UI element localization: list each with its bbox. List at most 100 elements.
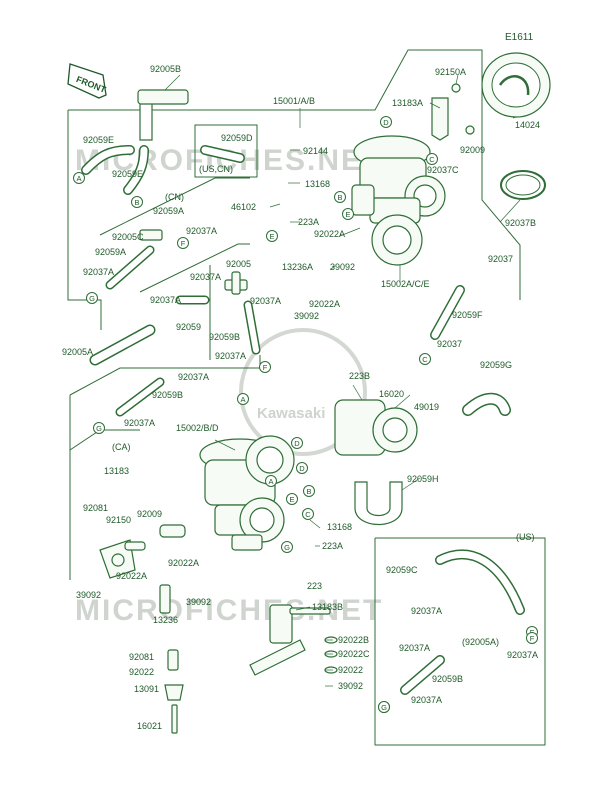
ref-circle-shape — [265, 475, 277, 487]
ref-circle-shape — [73, 172, 85, 184]
ref-circle-r24: G — [378, 701, 390, 713]
ref-circle-shape — [380, 116, 392, 128]
ref-circle-r10: D — [291, 437, 303, 449]
assembly-frames — [67, 49, 546, 746]
part-label-p33: 92059F — [452, 310, 483, 320]
ref-circle-shape — [259, 361, 271, 373]
part-label-p26: 92037A — [83, 267, 114, 277]
part-label-p37: 92059B — [209, 332, 240, 342]
ref-letter-text: B — [306, 487, 311, 496]
part-label-p3: 92150A — [435, 67, 466, 77]
ref-circle-r7: G — [86, 292, 98, 304]
part-label-p18: 92037A — [186, 226, 217, 236]
ref-circle-shape — [131, 196, 143, 208]
ref-circle-shape — [177, 237, 189, 249]
part-label-p61: 39092 — [186, 597, 211, 607]
part-label-p29: 15002A/C/E — [381, 279, 430, 289]
ref-circle-shape — [302, 508, 314, 520]
ref-letter-text: G — [96, 424, 102, 433]
ref-circle-shape — [291, 437, 303, 449]
ref-letter-text: D — [299, 464, 305, 473]
part-label-p11: 92037C — [427, 165, 459, 175]
lower-hardware — [99, 524, 186, 734]
ref-letter-text: C — [305, 510, 311, 519]
part-label-p46: 92037A — [124, 418, 155, 428]
ref-circle-shape — [526, 632, 538, 644]
lower-carburetor — [199, 435, 295, 551]
ref-letter-text: D — [383, 118, 389, 127]
part-label-p38: 92037 — [437, 339, 462, 349]
part-label-p69: 92081 — [129, 652, 154, 662]
part-label-p56: 223A — [322, 541, 343, 551]
ref-letter-text: G — [381, 703, 387, 712]
part-label-p8: (US,CN) — [199, 164, 233, 174]
ref-letter-text: F — [530, 634, 535, 643]
part-label-p30: 92037A — [150, 295, 181, 305]
part-label-p54: 13168 — [327, 522, 352, 532]
part-label-p67: 92037A — [507, 650, 538, 660]
part-label-p60: 39092 — [76, 590, 101, 600]
ref-circle-r13: C — [419, 353, 431, 365]
part-label-p5: 14024 — [515, 120, 540, 130]
part-label-p19: 92005C — [112, 232, 144, 242]
ref-letter-text: G — [89, 294, 95, 303]
ref-letter-text: A — [240, 395, 245, 404]
part-label-p40: 92037A — [178, 372, 209, 382]
ref-circle-r19: C — [302, 508, 314, 520]
ref-circle-r16: A — [237, 393, 249, 405]
part-label-p12: 92059E — [112, 169, 143, 179]
ref-circle-r12: G — [93, 422, 105, 434]
reference-letters: ABCDEFGEBDFGCFGAAECGBDFG — [73, 116, 538, 713]
ref-circle-r4: D — [380, 116, 392, 128]
part-label-p77: 92037A — [411, 695, 442, 705]
part-label-p55: (US) — [516, 532, 535, 542]
ref-circle-r18: E — [286, 493, 298, 505]
part-label-p17: 223A — [298, 217, 319, 227]
part-label-p4: 13183A — [392, 98, 423, 108]
ref-letter-text: E — [345, 210, 350, 219]
part-label-p53: 92150 — [106, 515, 131, 525]
ref-circle-shape — [266, 230, 278, 242]
ref-letter-text: C — [429, 155, 435, 164]
part-label-p36: 92005A — [62, 347, 93, 357]
ref-circle-r8: E — [342, 208, 354, 220]
part-label-p71: 92037A — [399, 643, 430, 653]
ref-circle-shape — [281, 541, 293, 553]
part-label-p28: 92005 — [226, 259, 251, 269]
ref-letter-text: E — [269, 232, 274, 241]
ref-letter-text: F — [263, 363, 268, 372]
part-label-p68: 92022B — [338, 635, 369, 645]
part-label-p24: 39092 — [330, 262, 355, 272]
part-label-p20: 92022A — [314, 229, 345, 239]
ref-circle-r11: F — [259, 361, 271, 373]
part-label-p78: 16021 — [137, 721, 162, 731]
hose-clamp — [500, 170, 546, 200]
part-label-p21: 92037B — [505, 218, 536, 228]
part-label-p34: 92059 — [176, 322, 201, 332]
ref-letter-text: F — [181, 239, 186, 248]
ref-circle-shape — [86, 292, 98, 304]
part-label-p9: 92144 — [303, 146, 328, 156]
air-filter-cover — [481, 52, 551, 118]
u-boot — [354, 481, 403, 526]
ref-circle-shape — [342, 208, 354, 220]
sheet-code: E1611 — [505, 32, 534, 43]
ref-circle-shape — [303, 485, 315, 497]
part-label-p47: (CA) — [112, 442, 131, 452]
part-label-p48: 15002/B/D — [176, 423, 219, 433]
ref-letter-text: E — [289, 495, 294, 504]
leader-lines — [164, 74, 521, 687]
upper-bracket — [431, 83, 475, 141]
front-arrow-icon: FRONT — [67, 63, 108, 99]
ref-circle-r22: D — [296, 462, 308, 474]
ref-letter-text: G — [284, 543, 290, 552]
ref-circle-r17: A — [265, 475, 277, 487]
part-label-p62: 223 — [307, 581, 322, 591]
part-label-p13: 13168 — [305, 179, 330, 189]
part-label-p14: (CN) — [165, 192, 184, 202]
ref-circle-shape — [426, 153, 438, 165]
ref-circle-r2: B — [131, 196, 143, 208]
part-label-p2: 15001/A/B — [273, 96, 315, 106]
ref-circle-shape — [378, 701, 390, 713]
